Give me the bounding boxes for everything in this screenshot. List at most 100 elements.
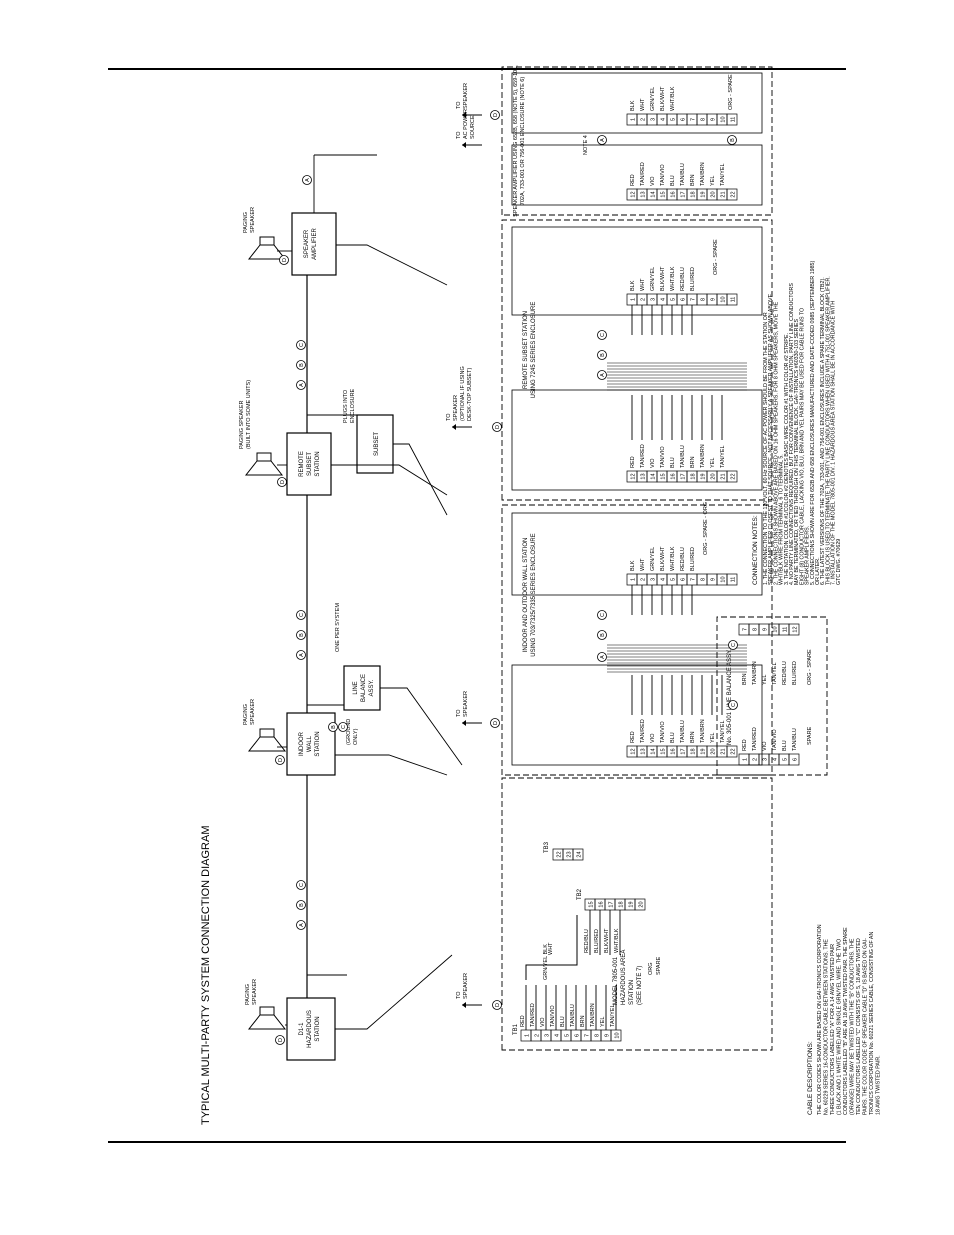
paging-speaker-label: SPEAKER [250,207,256,233]
cable-a-label: A [299,653,305,657]
connection-diagram: TYPICAL MULTI-PARTY SYSTEM CONNECTION DI… [107,55,882,1155]
diagram-canvas: TYPICAL MULTI-PARTY SYSTEM CONNECTION DI… [200,65,882,1125]
amp-left-wire-label: VIO [650,176,656,186]
amp-enclosure [501,66,773,216]
cable-c-label: C [731,703,737,707]
lb-left-wire-label: VIO [762,741,768,751]
amp-tb-left-terminal-number: 18 [691,191,697,197]
ground-only-label: (GROUND [346,719,352,745]
one-per-system-label: ONE PER SYSTEM [335,603,341,652]
amp-right-wire-label: WHT [640,98,646,111]
tb3-cell [572,848,584,861]
tb1-wire-label: TAN/YEL [610,1004,616,1027]
lb-right-wire-label: TAN/YEL [772,662,778,685]
indoor-left-wire-label: VIO [650,733,656,743]
amp-tb-right-terminal-number: 4 [661,118,667,121]
remote-tb-right-terminal-number: 6 [681,298,687,301]
indoor-panel-caption: USING 703/7325/7335 SERIES ENCLOSURE [531,533,537,656]
cable-a-bubble [296,650,306,660]
cable-description-line: TRONICS CORPORATION No. 60221 SERIES CAB… [869,932,875,1115]
indoor-tb-left-terminal-number: 20 [711,748,717,754]
tb1-terminal-number: 9 [605,1034,611,1037]
amp-left-wire-label: TAN/BLU [680,163,686,186]
connection-note-line: THIS BLOCK IS USED TO TERMINATE THE PART… [825,276,831,585]
cable-b-label: B [730,138,736,142]
indoor-tb-right-terminal-number: 6 [681,578,687,581]
indoor-right-wire-label: BLU/RED [690,547,696,571]
cable-b-label: B [600,353,606,357]
line-balance-label: ASSY. [369,679,375,696]
cable-c-label: C [731,643,737,647]
indoor-left-wire-label: TAN/YEL [720,720,726,743]
remote-left-wire-label: TAN/VIO [660,446,666,468]
cable-c-bubble [728,700,738,710]
indoor-left-wire-label: RED [630,731,636,743]
indoor-left-wire-label: YEL [710,733,716,743]
remote-tb-left-terminal-number: 17 [681,473,687,479]
cable-description-line: THE COLOR CODES SHOWN ARE BASED ON GAI-T… [817,924,823,1115]
connection-note-line: 1. THE CONNECTION TO THE 120 VOLT, 60 Hz… [763,312,769,585]
cable-b-bubble [727,135,737,145]
remote-right-wire-label: RED/BLU [680,267,686,291]
to-speaker-optional-arrow [452,424,456,430]
cable-b-bubble [296,360,306,370]
lb-tb-left-cell [788,753,800,766]
tb2-terminal-number: 16 [599,901,605,907]
amp-tb-right-terminal-number: 11 [731,117,737,123]
lb-spare-label: SPARE [807,726,813,745]
cable-a-bubble [597,135,607,145]
to-speaker-arrow [462,112,466,118]
cable-b-label: B [299,363,305,367]
remote-right-wire-label: BLK [630,280,636,291]
cable-d-label: D [495,425,501,429]
remote-tb-right-terminal-number: 7 [691,298,697,301]
remote-tb-right-cell [726,293,738,306]
to-speaker-optional-label: SPEAKER [453,395,459,421]
remote-tb-left-terminal-number: 16 [671,473,677,479]
lb-tb-left-terminal-number: 5 [783,758,789,761]
lb-right-wire-label: RED/BLU [782,661,788,685]
cable-c-label: C [299,613,305,617]
remote-panel-caption: USING 7245 SERIES ENCLOSURE [531,302,537,399]
amp-tb-left-terminal-number: 12 [631,191,637,197]
amp-tb-right-terminal-number: 10 [721,116,727,122]
remote-left-wire-label: TAN/RED [640,444,646,468]
paging-speaker-label: PAGING [245,984,251,1005]
indoor-tb-right-cell [726,573,738,586]
tb2-terminal-number: 17 [609,901,615,907]
amp-tb-right-terminal-number: 1 [631,118,637,121]
indoor-right-wire-label: GRN/YEL [650,547,656,571]
indoor-speaker-driver [259,728,275,738]
remote-tb-right-terminal-number: 11 [731,297,737,303]
ground-only-label: ONLY) [353,728,359,745]
cable-description-line: PAIRS. THE COLOR CODE OF SPEAKER CABLE "… [863,938,869,1115]
haz-enclosure [501,777,773,1051]
lb-right-wire-label: BRN [742,673,748,685]
remote-left-wire-label: BRN [690,456,696,468]
indoor-inner [511,664,763,766]
cable-d-label: D [495,1003,501,1007]
cable-a-label: A [600,655,606,659]
lb-tb-left-terminal-number: 1 [743,758,749,761]
remote-block-label: REMOTE [299,451,305,477]
amp-feed [336,244,448,286]
cable-d-label: D [282,258,288,262]
cable-descriptions-heading: CABLE DESCRIPTIONS: [807,1041,814,1115]
remote-feed [331,464,448,496]
cable-a-bubble [597,370,607,380]
to-speaker-arrow [462,1002,466,1008]
cable-b-bubble [296,900,306,910]
haz-grn-yel-blk-label: GRN/YEL BLK [543,944,549,980]
cable-description-line: TEN CONDUCTORS LABELLED "C" CONSISTS OF … [856,938,862,1115]
amp-org-spare-label: ORG - SPARE [728,74,734,110]
connection-note-line: 4. NO PARTY LINE CONNECTIONS REQUIRED, B… [789,283,795,585]
tb1-terminal-number: 10 [615,1032,621,1038]
haz-feed [335,954,453,1030]
cable-a-label: A [305,178,311,182]
cable-description-line: (ORANGE) WIRE MAY BE TWISTED WITH THE "B… [850,938,856,1115]
lb-left-wire-label: BLU [782,740,788,751]
haz-speaker-driver [259,1006,275,1016]
connection-notes-heading: CONNECTION NOTES: [752,515,759,585]
amp-right-wire-label: BLK/WHT [660,86,666,111]
cable-d-bubble [279,255,289,265]
